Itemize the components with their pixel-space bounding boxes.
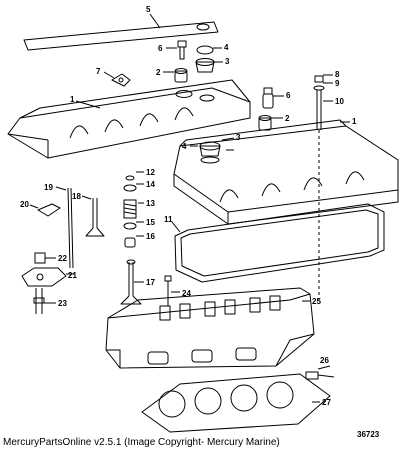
- part-rocker-arm: [21, 267, 74, 287]
- part-head-bolt-short: [305, 365, 335, 380]
- callout-c20: 20: [20, 200, 29, 209]
- part-wire-clip: [103, 71, 131, 87]
- part-cap-body-top: [195, 58, 223, 73]
- part-valve-cover-left: [7, 79, 251, 159]
- part-rocker-guide: [29, 203, 61, 217]
- valve-springs-row: [159, 295, 281, 321]
- callout-c13: 13: [146, 199, 155, 208]
- part-stud-bolt: [313, 74, 333, 300]
- callout-c14: 14: [146, 180, 155, 189]
- part-breather-grommet-right: [262, 87, 284, 109]
- callout-c7: 7: [96, 67, 101, 76]
- callout-c11: 11: [164, 215, 173, 224]
- callout-c4b: 4: [182, 142, 187, 151]
- callout-c5: 5: [146, 5, 151, 14]
- callout-c25: 25: [312, 297, 321, 306]
- callout-c10: 10: [335, 97, 344, 106]
- part-exhaust-valve: [81, 195, 105, 237]
- callout-c18: 18: [72, 192, 81, 201]
- callout-c26: 26: [320, 356, 329, 365]
- callout-c6a: 6: [158, 44, 163, 53]
- part-oil-filler-cap-right: [190, 137, 235, 164]
- callout-c19: 19: [44, 183, 53, 192]
- part-valve-spring-stack: [123, 171, 144, 248]
- part-oil-filler-cap-top: [196, 45, 222, 55]
- callout-c17: 17: [146, 278, 155, 287]
- part-cylinder-head: [105, 287, 315, 369]
- callout-c23: 23: [58, 299, 67, 308]
- callout-labels: 5 6 4 7 2 3 8 9 10 1 6 2 1 3 4 12 14 13 …: [20, 5, 357, 407]
- callout-c2a: 2: [156, 68, 161, 77]
- part-head-gasket: [141, 373, 331, 433]
- callout-c1b: 1: [352, 117, 357, 126]
- callout-c3b: 3: [236, 133, 241, 142]
- part-intake-valve: [120, 259, 144, 305]
- part-grommet-top: [163, 68, 188, 83]
- callout-c16: 16: [146, 232, 155, 241]
- part-baffle-strip: [23, 13, 219, 51]
- callout-c4a: 4: [224, 43, 229, 52]
- callout-c9: 9: [335, 79, 340, 88]
- callout-c15: 15: [146, 218, 155, 227]
- callout-c27: 27: [322, 398, 331, 407]
- part-valve-cover-gasket: [171, 203, 385, 283]
- part-head-bolt: [164, 275, 180, 306]
- callout-c22: 22: [58, 254, 67, 263]
- callout-c3a: 3: [225, 57, 230, 66]
- part-breather-grommet-top: [166, 40, 187, 60]
- callout-c6b: 6: [286, 91, 291, 100]
- callout-c24: 24: [182, 289, 191, 298]
- callout-c1a: 1: [70, 95, 75, 104]
- callout-c8: 8: [335, 70, 340, 79]
- callout-c12: 12: [146, 168, 155, 177]
- part-rocker-nut: [34, 252, 56, 264]
- callout-c21: 21: [68, 271, 77, 280]
- part-rocker-stud: [33, 288, 56, 314]
- callout-c2b: 2: [285, 114, 290, 123]
- figure-number: 36723: [357, 430, 380, 439]
- part-valve-cover-right: [173, 119, 399, 225]
- part-pushrod: [55, 186, 74, 269]
- copyright-footer: MercuryPartsOnline v2.5.1 (Image Copyrig…: [3, 437, 280, 448]
